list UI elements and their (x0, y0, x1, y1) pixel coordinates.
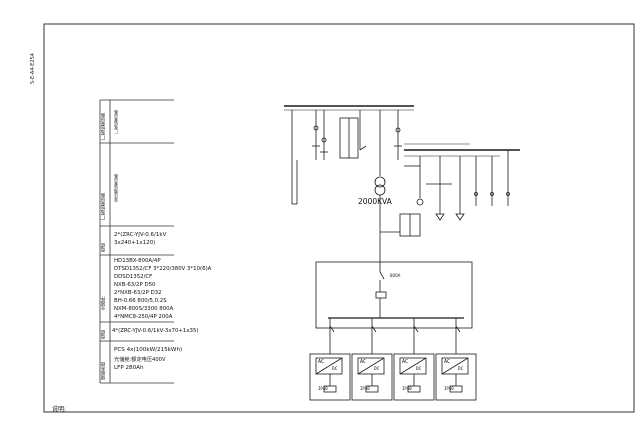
main-cabinet (315, 261, 473, 354)
cabinet-tag: IP40 (360, 386, 370, 391)
component-line: NXM-800S/3300 800A (114, 306, 174, 312)
storage-spec-line: LFP 280Ah (114, 365, 144, 371)
table-content: 厂家成套设备 (113, 110, 118, 134)
cable-spec-line: 2*(ZRC-YJV-0.6/1kV (114, 232, 167, 238)
component-line: HD13BX-800A/4P (114, 258, 161, 264)
cabinet-dc-label: DC (416, 367, 422, 372)
cabinet-ac-label: AC (360, 359, 367, 365)
notes-label: 说明: (52, 406, 67, 413)
table-category: 厂家成套设备 (101, 113, 106, 140)
table-content: 变压器成套设备 (113, 174, 118, 202)
frame-code: S-E-A4-E254 (30, 53, 36, 84)
cabinet-dc-label: DC (458, 367, 464, 372)
table-category: 厂家成套设备 (101, 193, 106, 220)
table-category: 储能系统 (101, 362, 106, 380)
table-category: 电缆 (101, 330, 106, 339)
cabinet-ac-label: AC (444, 359, 451, 365)
main-cabinet-frame (315, 261, 473, 329)
component-line: 2*NXB-63/2P D32 (114, 290, 162, 296)
component-line: DTSD1352/CF 3*220/380V 3*10(6)A (114, 266, 212, 272)
transformer-winding-bottom (374, 184, 386, 196)
table-category: 元器件 (101, 296, 106, 311)
storage-cabinets (309, 353, 477, 401)
outer-frame (43, 23, 635, 413)
main-distribution (284, 105, 414, 232)
table-category: 电缆 (101, 243, 106, 252)
cabinet-dc-label: DC (374, 367, 380, 372)
component-line: NXB-63/2P D50 (114, 282, 156, 288)
cabinet-ac-label: AC (318, 359, 325, 365)
cabinet-tag: IP40 (402, 386, 412, 391)
transformer-rating: 2000KVA (358, 197, 392, 206)
component-line: 4*NMC8-250/4P 200A (114, 314, 173, 320)
meter-box (375, 291, 387, 299)
storage-cabinet (309, 353, 351, 401)
storage-spec-line: PCS 4x(100kW/215kWh) (114, 347, 183, 353)
cabinet-dc-label: DC (332, 367, 338, 372)
cable-spec-line: 3x240+1x120) (114, 240, 156, 246)
equipment-table (99, 99, 174, 384)
storage-spec-line: 光储舱:额定电压400V (114, 357, 166, 363)
storage-cabinet (351, 353, 393, 401)
component-line: BH-0.66 800/5,0.2S (114, 298, 167, 304)
cabinet-tag: IP40 (318, 386, 328, 391)
storage-cabinet (393, 353, 435, 401)
switch-rating: 800A (390, 273, 401, 278)
cabinet-ac-label: AC (402, 359, 409, 365)
storage-cabinet (435, 353, 477, 401)
secondary-distribution (404, 143, 520, 221)
transformer-winding-top (374, 176, 386, 188)
cabinet-tag: IP40 (444, 386, 454, 391)
component-line: DDSD1352/CF (114, 274, 153, 280)
cable2-spec-line: 4*(ZRC-YJV-0.6/1kV-3x70+1x35) (112, 328, 199, 334)
